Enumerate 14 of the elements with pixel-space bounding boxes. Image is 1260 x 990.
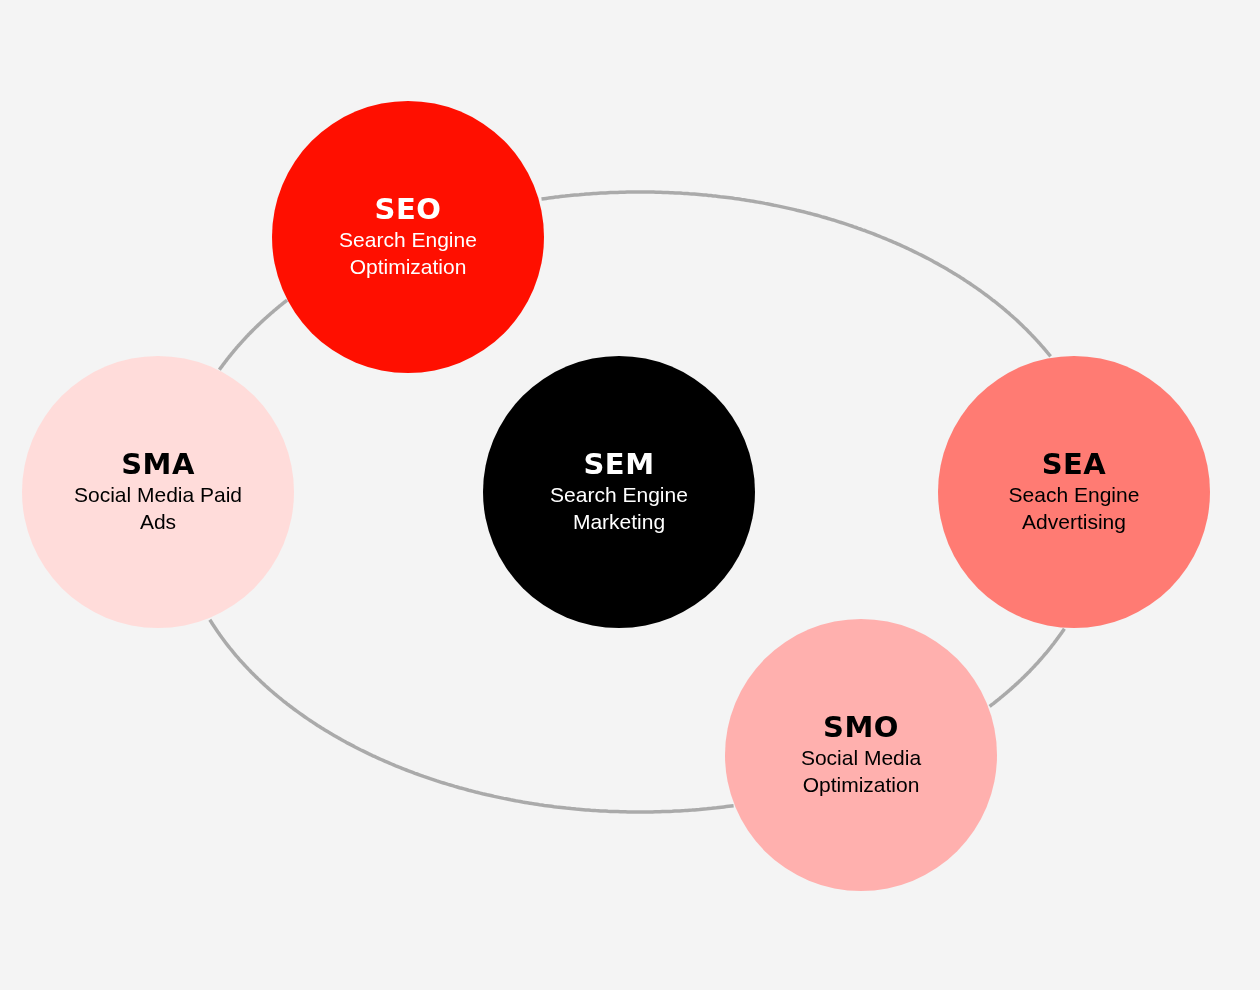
ring-connector: [217, 298, 289, 371]
circle-subtitle: Seach Engine Advertising: [1007, 481, 1141, 535]
circle-subtitle: Social Media Optimization: [799, 744, 923, 798]
circle-title: SMA: [121, 448, 195, 481]
circle-title: SMO: [823, 711, 899, 744]
circle-subtitle: Social Media Paid Ads: [73, 481, 243, 535]
ring-connector: [541, 190, 1052, 358]
circle-title: SEA: [1041, 448, 1107, 481]
circle-subtitle: Search Engine Optimization: [338, 226, 478, 280]
circle-title: SEM: [583, 448, 655, 481]
circle-subtitle: Search Engine Marketing: [549, 481, 689, 535]
ring-connector: [988, 627, 1066, 708]
ring-connector: [208, 618, 734, 814]
circle-title: SEO: [374, 193, 442, 226]
